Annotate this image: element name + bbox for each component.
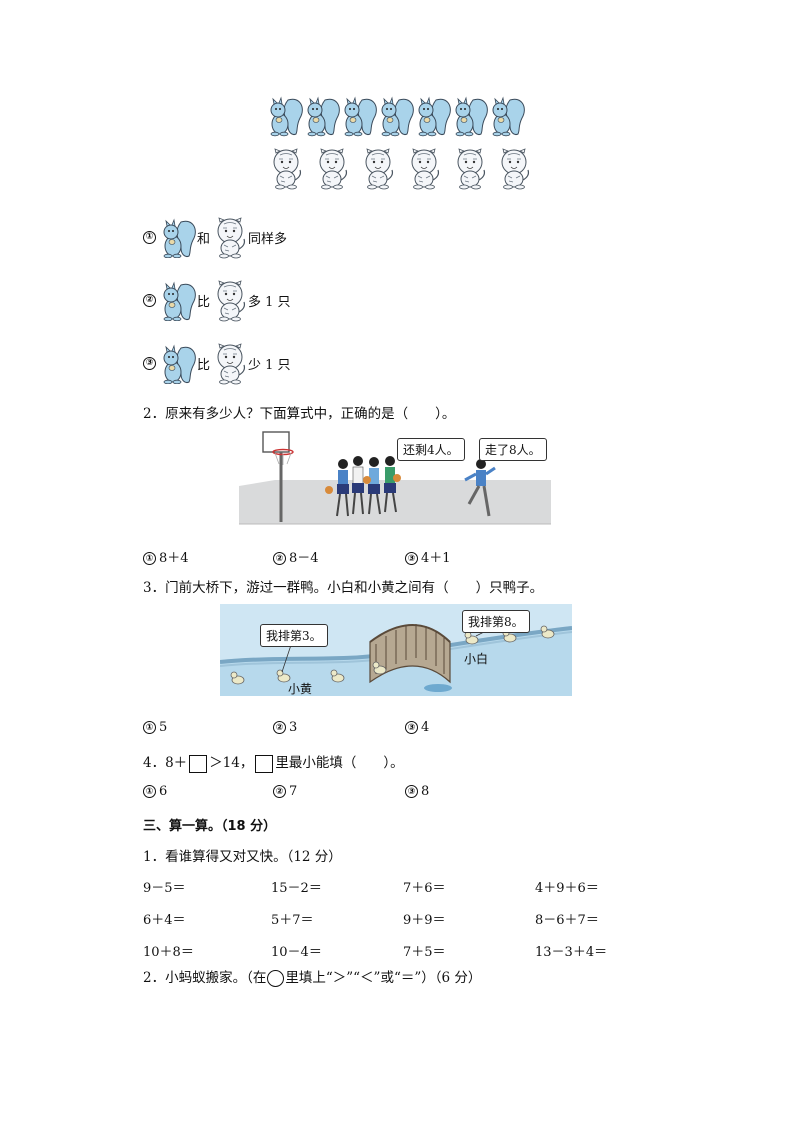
option-number: ② (273, 552, 286, 565)
tiger-icon (411, 148, 440, 190)
option-word: 少 1 只 (248, 357, 291, 373)
option-text: 4 (421, 720, 430, 735)
calc-item: 8－6＋7＝ (535, 913, 599, 928)
q4-question: 4．8＋ ＞14， 里最小能填（ ）。 (143, 751, 404, 773)
option-word: 和 (197, 231, 211, 247)
section-title: 三、算一算。（18 分） (143, 819, 277, 834)
option-number: ② (273, 785, 286, 798)
calc-item: 10＋8＝ (143, 945, 194, 960)
label-xiaohuang: 小黄 (288, 682, 313, 696)
tiger-icon (501, 148, 530, 190)
label-xiaobai: 小白 (464, 652, 489, 666)
q3-illustration: 我排第3。 我排第8。 小白 小黄 (219, 604, 573, 696)
squirrel-icon (270, 97, 303, 137)
option-number: ① (143, 785, 156, 798)
kids-group-icon (325, 456, 401, 517)
squirrel-icon (455, 97, 488, 137)
duck-group-icon (230, 625, 555, 685)
calc-item: 9－5＝ (143, 881, 186, 896)
squirrel-icon (492, 97, 525, 137)
q4-suffix: 里最小能填（ ）。 (275, 755, 404, 771)
tiger-icon (273, 148, 302, 190)
tiger-icon (217, 343, 246, 385)
calc-item: 13－3＋4＝ (535, 945, 608, 960)
calc-item: 7＋5＝ (403, 945, 446, 960)
q4-middle: ＞14， (209, 755, 254, 771)
calc-item: 7＋6＝ (403, 881, 446, 896)
option-text: 5 (159, 720, 168, 735)
squirrel-row (270, 97, 525, 137)
answer-circle[interactable] (267, 970, 285, 987)
option-number: ③ (143, 356, 156, 370)
squirrel-icon (163, 282, 196, 321)
squirrel-icon (307, 97, 340, 137)
option-text: 8－4 (289, 551, 319, 566)
option-word: 比 (197, 357, 211, 373)
tiger-icon (217, 217, 246, 259)
squirrel-icon (163, 345, 196, 384)
option-number: ③ (405, 552, 418, 565)
section-subtitle-1: 1．看谁算得又对又快。（12 分） (143, 849, 342, 865)
option-text: 6 (159, 784, 168, 799)
q2-question: 2．原来有多少人？下面算式中，正确的是（ ）。 (143, 406, 456, 422)
tiger-icon (365, 148, 394, 190)
q1-option-1[interactable]: ① 和 同样多 (143, 214, 287, 260)
speech-bubble-left: 我排第3。 (260, 624, 328, 647)
option-number: ③ (405, 785, 418, 798)
basketball-court-scene (239, 431, 551, 525)
speech-bubble-right: 我排第8。 (462, 610, 530, 633)
calc-item: 10－4＝ (271, 945, 322, 960)
tiger-icon (319, 148, 348, 190)
squirrel-icon (344, 97, 377, 137)
option-text: 7 (289, 784, 298, 799)
section-subtitle-2: 2．小蚂蚁搬家。（在 里填上“＞”“＜”或“＝”）（6 分） (143, 966, 481, 987)
answer-box[interactable] (255, 754, 274, 773)
q1-option-2[interactable]: ② 比 多 1 只 (143, 277, 291, 323)
squirrel-icon (381, 97, 414, 137)
option-number: ② (143, 293, 156, 307)
subtitle-prefix: 2．小蚂蚁搬家。（在 (143, 970, 267, 986)
option-word: 同样多 (248, 231, 288, 247)
running-kid-icon (464, 459, 496, 517)
speech-bubble-left: 还剩4人。 (397, 438, 465, 461)
tiger-icon (217, 280, 246, 322)
speech-bubble-right: 走了8人。 (479, 438, 547, 461)
tiger-row (273, 148, 530, 190)
q2-illustration: 还剩4人。 走了8人。 (239, 428, 551, 526)
squirrel-icon (163, 219, 196, 258)
option-number: ① (143, 230, 156, 244)
answer-box[interactable] (189, 754, 208, 773)
option-text: 8＋4 (159, 551, 189, 566)
option-number: ① (143, 552, 156, 565)
tiger-icon (457, 148, 486, 190)
calc-item: 9＋9＝ (403, 913, 446, 928)
q4-prefix: 4．8＋ (143, 755, 188, 771)
option-word: 比 (197, 294, 211, 310)
option-text: 4＋1 (421, 551, 451, 566)
option-word: 多 1 只 (248, 294, 291, 310)
option-number: ③ (405, 721, 418, 734)
q3-question: 3．门前大桥下，游过一群鸭。小白和小黄之间有（ ）只鸭子。 (143, 580, 544, 596)
calc-item: 5＋7＝ (271, 913, 314, 928)
option-number: ① (143, 721, 156, 734)
calc-item: 15－2＝ (271, 881, 322, 896)
option-number: ② (273, 721, 286, 734)
option-text: 8 (421, 784, 430, 799)
calc-item: 4＋9＋6＝ (535, 881, 599, 896)
calc-item: 6＋4＝ (143, 913, 186, 928)
subtitle-suffix: 里填上“＞”“＜”或“＝”）（6 分） (285, 970, 482, 986)
squirrel-icon (418, 97, 451, 137)
q1-option-3[interactable]: ③ 比 少 1 只 (143, 340, 291, 386)
option-text: 3 (289, 720, 298, 735)
